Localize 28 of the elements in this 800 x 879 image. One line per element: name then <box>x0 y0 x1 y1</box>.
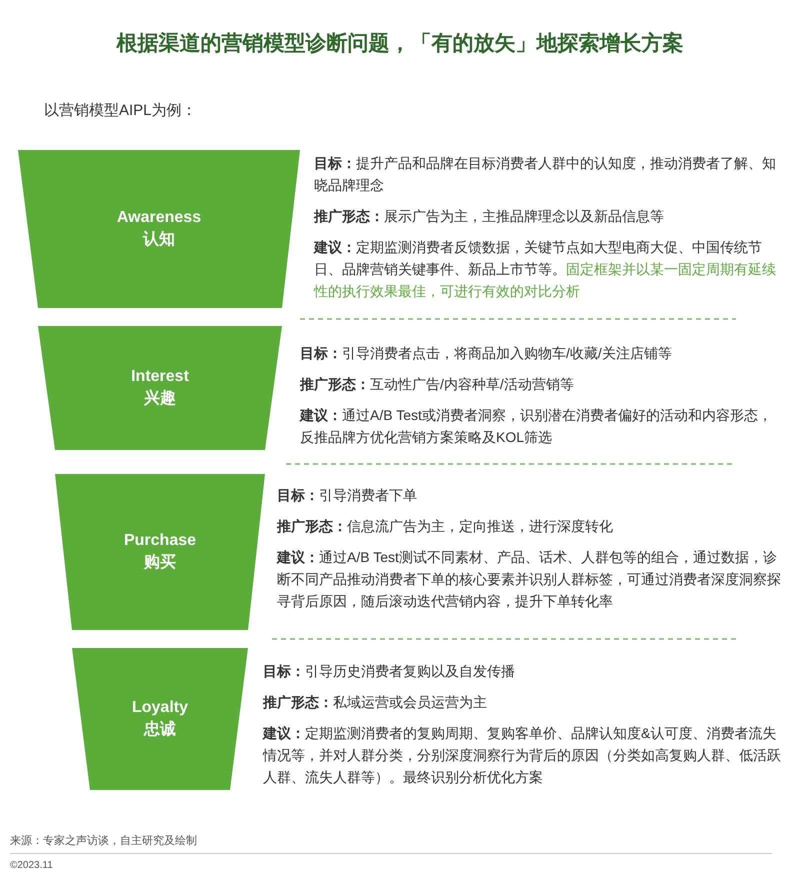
subtitle: 以营销模型AIPL为例： <box>44 101 197 121</box>
description-text: 推广形态：私域运营或会员运营为主 <box>263 693 488 712</box>
funnel-stage <box>18 150 300 308</box>
copyright-text: ©2023.11 <box>10 859 53 873</box>
description-text: 目标：引导消费者点击，将商品加入购物车/收藏/关注店铺等 <box>300 344 673 363</box>
description-text: 推广形态：互动性广告/内容种草/活动营销等 <box>300 375 575 394</box>
description-text: 目标：提升产品和品牌在目标消费者人群中的认知度，推动消费者了解、知晓品牌理念 <box>314 154 777 195</box>
stage-name: 兴趣 <box>144 388 176 409</box>
description-text: 建议：通过A/B Test或消费者洞察，识别潜在消费者偏好的活动和内容形态，反推品牌方优化营销方案策略及KOL筛选 <box>300 406 773 447</box>
description-text: 目标：引导消费者下单 <box>277 486 418 505</box>
description-text: 推广形态：信息流广告为主，定向推送，进行深度转化 <box>277 517 614 536</box>
description-text: 推广形态：展示广告为主，主推品牌理念以及新品信息等 <box>314 207 665 226</box>
stage-name: 认知 <box>143 230 175 250</box>
stage-name: Awareness <box>116 208 202 228</box>
stage-name: 忠诚 <box>144 719 176 740</box>
funnel-stage <box>72 648 248 790</box>
description-text: 建议：定期监测消费者的复购周期、复购客单价、品牌认知度&认可度、消费者流失情况等，并对人群分类，分别深度洞察行为背后的原因（分类如高复购人群、低活跃人群、流失人群等）。最终识别分析优化方案 <box>263 724 782 787</box>
funnel-stage <box>38 326 282 450</box>
stage-name: 购买 <box>144 552 176 573</box>
stage-name: Purchase <box>124 531 196 551</box>
page-title: 根据渠道的营销模型诊断问题，「有的放矢」地探索增长方案 <box>115 30 684 57</box>
stage-name: Interest <box>131 367 189 387</box>
source-note: 来源：专家之声访谈，自主研究及绘制 <box>10 834 197 849</box>
description-text: 建议：通过A/B Test测试不同素材、产品、话术、人群包等的组合，通过数据，诊断不同产品推动消费者下单的核心要素并识别人群标签，可通过消费者深度洞察探寻背后原因，随后滚动迭代营销内容，提升下单转化率 <box>277 548 782 611</box>
description-text: 目标：引导历史消费者复购以及自发传播 <box>263 662 516 681</box>
stage-name: Loyalty <box>132 698 188 718</box>
funnel-stage <box>55 474 265 630</box>
description-text: 建议：定期监测消费者反馈数据，关键节点如大型电商大促、中国传统节日、品牌营销关键事件、新品上市节等。固定框架并以某一固定周期有延续性的执行效果最佳，可进行有效的对比分析 <box>314 238 777 301</box>
